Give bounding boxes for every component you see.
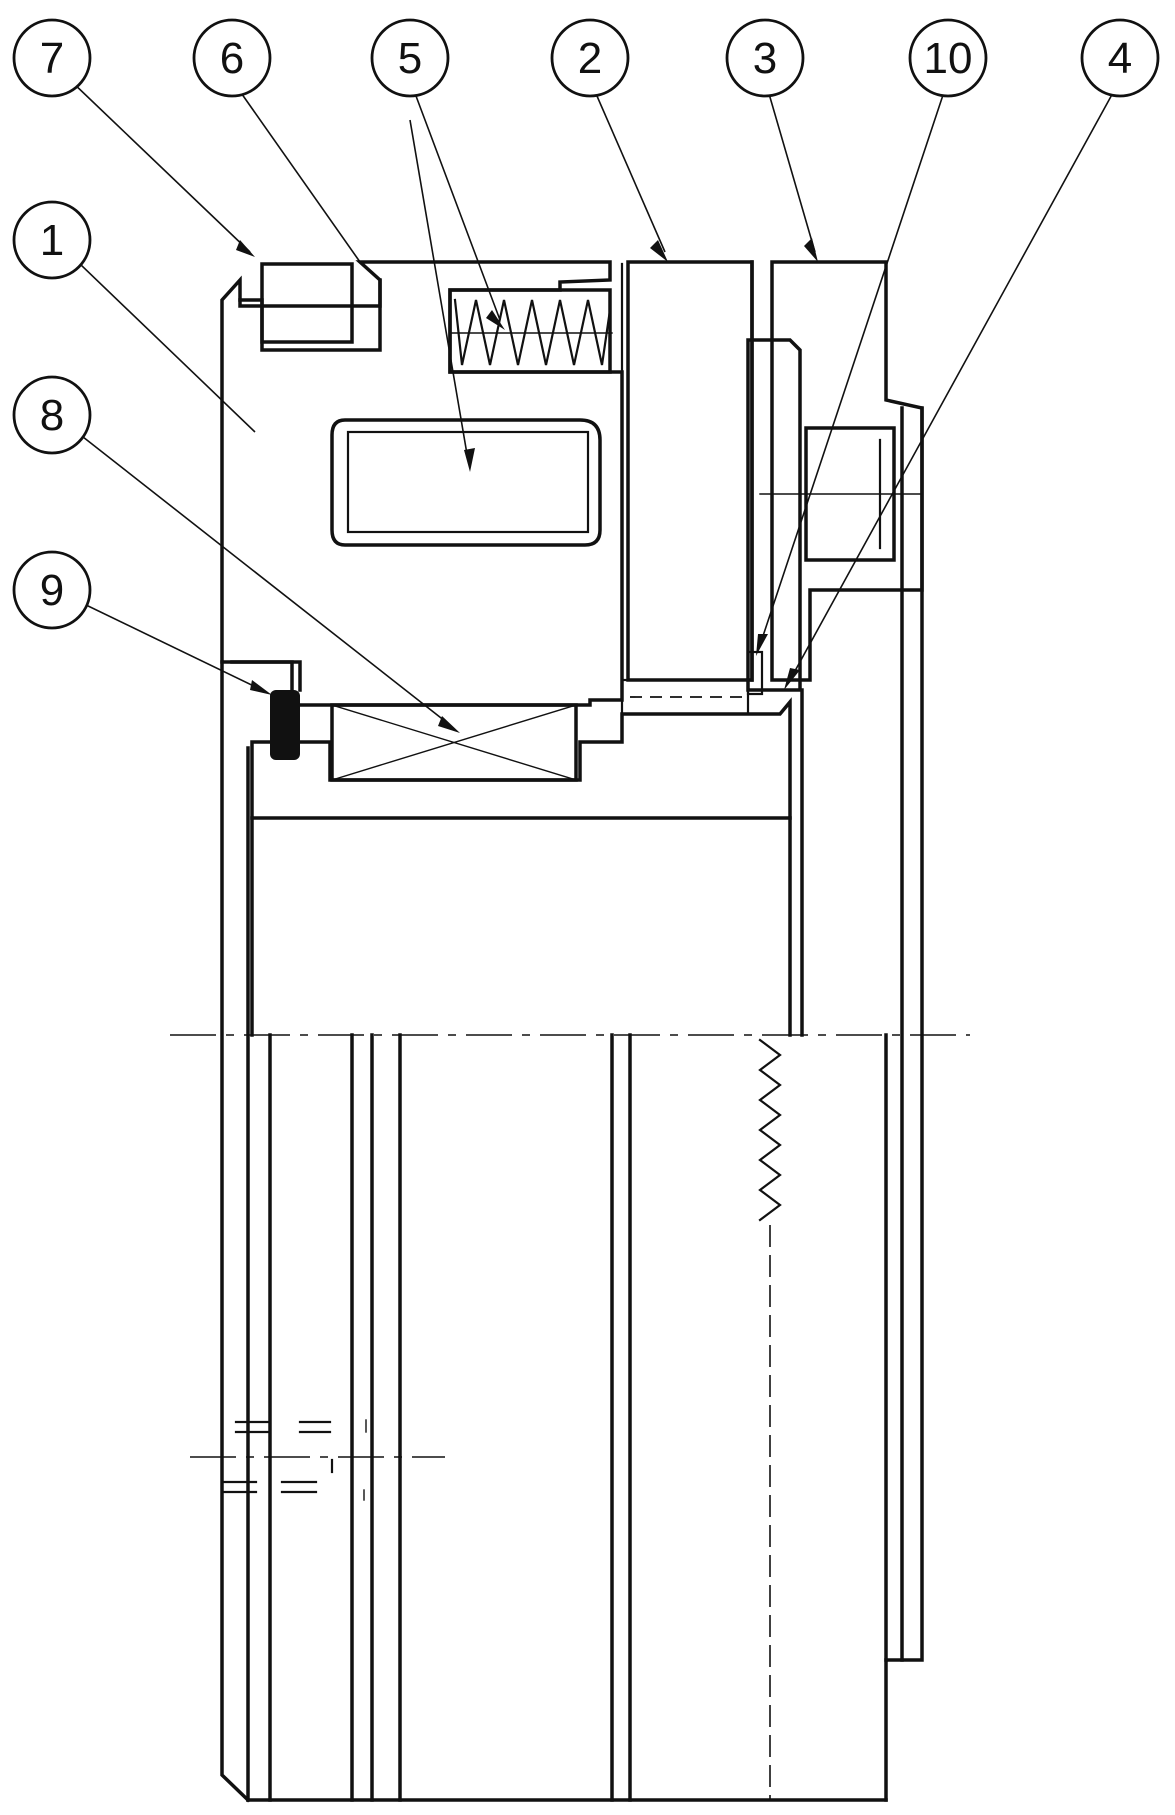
magnet-body-part <box>220 260 624 707</box>
callout-label: 4 <box>1108 34 1132 83</box>
bearing-part <box>330 703 578 782</box>
callout-circle <box>550 18 630 98</box>
snap-ring-part <box>230 660 302 760</box>
callout-circle <box>370 18 450 98</box>
callout-bubble-2: 2 <box>550 18 630 98</box>
leader-lines <box>54 79 1121 733</box>
callout-bubble-10: 10 <box>908 18 988 98</box>
callout-circle <box>1080 18 1160 98</box>
callout-bubbles: 7 6 5 2 3 10 4 1 8 9 <box>12 18 1160 630</box>
rotor-flange-part <box>746 260 924 692</box>
callout-circle <box>12 200 92 280</box>
callout-label: 3 <box>753 34 777 83</box>
callout-bubble-3: 3 <box>725 18 805 98</box>
lower-outline-view <box>190 406 924 1803</box>
guide-pin-part <box>620 678 750 716</box>
hub-ring-part <box>250 697 792 820</box>
callout-bubble-8: 8 <box>12 375 92 455</box>
callout-bubble-5: 5 <box>370 18 450 98</box>
callout-circle <box>192 18 272 98</box>
compression-spring-part <box>451 298 613 366</box>
callout-bubble-7: 7 <box>12 18 92 98</box>
callout-bubble-4: 4 <box>1080 18 1160 98</box>
callout-label: 10 <box>924 34 973 83</box>
callout-label: 2 <box>578 34 602 83</box>
callout-bubble-9: 9 <box>12 550 92 630</box>
callout-label: 5 <box>398 34 422 83</box>
callout-circle <box>12 550 92 630</box>
callout-circle <box>12 18 92 98</box>
seal-element-part <box>746 650 764 696</box>
callout-circle <box>12 375 92 455</box>
hidden-edge-marks <box>190 1419 445 1501</box>
armature-disk-part <box>626 260 754 682</box>
callout-circle <box>908 18 988 98</box>
seal-ring-part <box>238 262 382 352</box>
callout-label: 7 <box>40 34 64 83</box>
callout-label: 9 <box>40 566 64 615</box>
callout-label: 8 <box>40 391 64 440</box>
callout-bubble-6: 6 <box>192 18 272 98</box>
callout-bubble-1: 1 <box>12 200 92 280</box>
callout-label: 6 <box>220 34 244 83</box>
callout-label: 1 <box>40 216 64 265</box>
callout-circle <box>725 18 805 98</box>
coil-winding-part <box>346 430 590 534</box>
